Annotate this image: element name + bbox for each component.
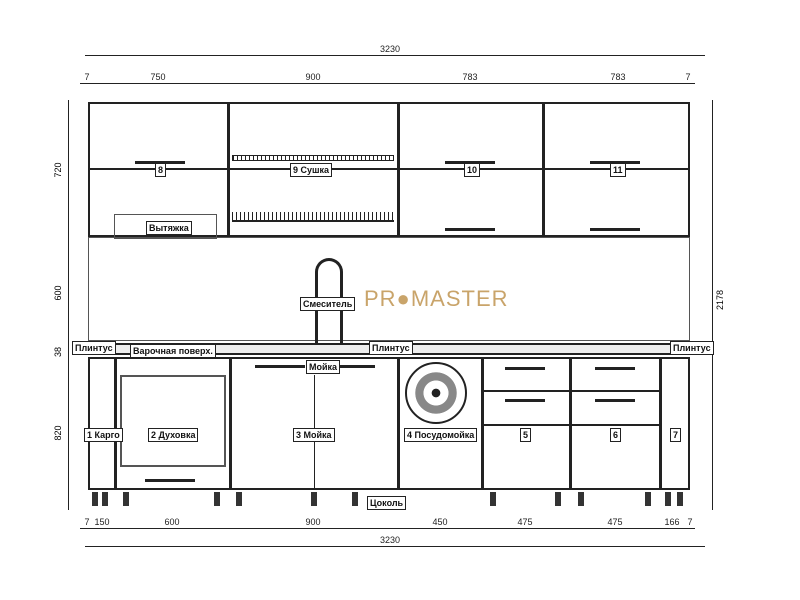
handle [595, 367, 635, 370]
label-hob: Варочная поверх. [130, 344, 216, 358]
label-base-5: 5 [520, 428, 532, 442]
dim-line-right [712, 100, 713, 510]
watermark-logo: PR●MASTER [364, 286, 509, 311]
dim-bottom: 150 [94, 517, 110, 527]
leg [555, 492, 561, 506]
base-cabinet-1 [88, 357, 116, 490]
dim-left: 820 [53, 425, 63, 441]
label-mixer: Смеситель [300, 297, 356, 311]
leg [92, 492, 98, 506]
dim-bottom: 450 [432, 517, 448, 527]
label-upper-8: 8 [155, 163, 167, 177]
handle [135, 161, 185, 164]
backsplash [88, 237, 690, 341]
leg [123, 492, 129, 506]
handle [595, 399, 635, 402]
base-cabinet-7 [660, 357, 690, 490]
dim-top: 7 [685, 72, 691, 82]
label-upper-10: 10 [464, 163, 481, 177]
dim-top: 750 [150, 72, 166, 82]
leg [102, 492, 108, 506]
leg [665, 492, 671, 506]
dim-left: 720 [53, 162, 63, 178]
dim-total-top: 3230 [379, 44, 401, 54]
label-plinth-right: Плинтус [670, 341, 714, 355]
label-base-3: 3 Мойка [293, 428, 335, 442]
leg [645, 492, 651, 506]
handle [145, 479, 195, 482]
handle [590, 228, 640, 231]
dim-line-total-top [85, 55, 705, 56]
label-hood: Вытяжка [146, 221, 192, 235]
dim-bottom: 7 [687, 517, 693, 527]
label-upper-9: 9 Сушка [290, 163, 333, 177]
leg [214, 492, 220, 506]
label-plinth-mid: Плинтус [369, 341, 413, 355]
label-upper-11: 11 [610, 163, 626, 177]
dim-bottom: 166 [664, 517, 680, 527]
leg [236, 492, 242, 506]
dim-left: 600 [53, 285, 63, 301]
leg [490, 492, 496, 506]
range-hood [114, 214, 217, 239]
handle [445, 161, 495, 164]
dish-rack-top [232, 155, 394, 161]
label-base-1: 1 Карго [84, 428, 123, 442]
label-base-6: 6 [610, 428, 622, 442]
dish-basket-icon [405, 362, 467, 424]
drawer-line [482, 390, 661, 392]
dim-top: 783 [610, 72, 626, 82]
label-base-2: 2 Духовка [148, 428, 199, 442]
dim-line-bottom-segments [80, 528, 695, 529]
dim-line-left [68, 100, 69, 510]
label-plinth-left: Плинтус [72, 341, 116, 355]
dim-right: 2178 [715, 289, 725, 311]
handle [505, 367, 545, 370]
handle [505, 399, 545, 402]
dim-top: 900 [305, 72, 321, 82]
handle [325, 365, 375, 368]
dim-line-total-bottom [85, 546, 705, 547]
dim-line-top-segments [80, 83, 695, 84]
drawer-line [482, 424, 661, 426]
dim-top: 7 [84, 72, 90, 82]
leg [352, 492, 358, 506]
label-sink: Мойка [306, 360, 341, 374]
leg [578, 492, 584, 506]
upper-shelf-line [88, 168, 690, 170]
leg [677, 492, 683, 506]
dim-total-bottom: 3230 [379, 535, 401, 545]
label-base-7: 7 [670, 428, 682, 442]
dim-bottom: 475 [607, 517, 623, 527]
handle [445, 228, 495, 231]
dim-bottom: 600 [164, 517, 180, 527]
dish-rack-bottom [232, 212, 394, 222]
dim-bottom: 475 [517, 517, 533, 527]
dim-bottom: 7 [84, 517, 90, 527]
oven [120, 375, 226, 467]
handle [255, 365, 305, 368]
dim-left: 38 [53, 347, 63, 358]
leg [311, 492, 317, 506]
label-socle: Цоколь [367, 496, 407, 510]
dim-top: 783 [462, 72, 478, 82]
label-base-4: 4 Посудомойка [404, 428, 478, 442]
handle [590, 161, 640, 164]
dim-bottom: 900 [305, 517, 321, 527]
